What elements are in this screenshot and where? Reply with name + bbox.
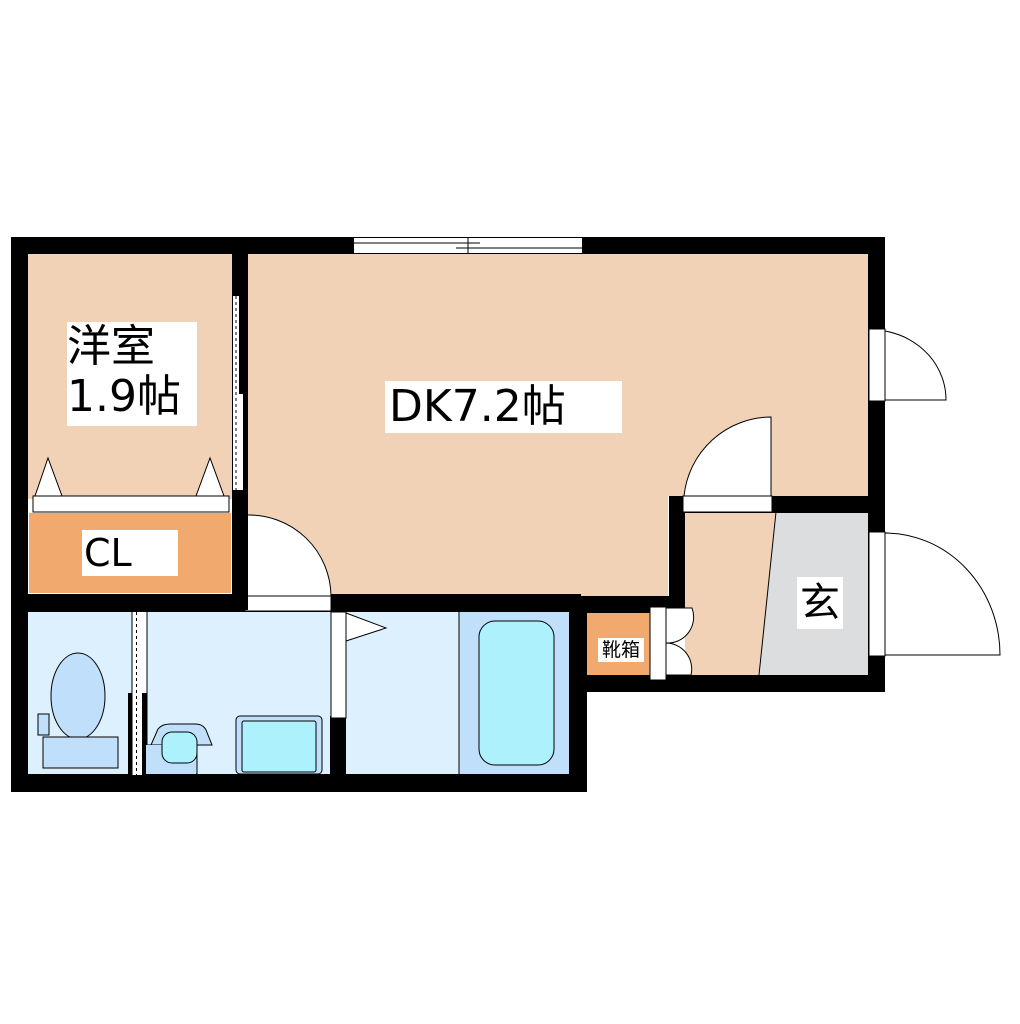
hallway-door[interactable] — [682, 416, 773, 513]
washroom-fixtures — [146, 715, 323, 775]
bathtub — [458, 612, 555, 774]
right-door-upper[interactable] — [868, 328, 947, 402]
hallway-floor — [685, 512, 776, 675]
entrance-door[interactable] — [868, 531, 1001, 657]
bath-ante-floor — [346, 612, 459, 774]
bathroom-door[interactable] — [330, 611, 388, 719]
sliding-door-western[interactable] — [232, 296, 244, 493]
washroom-door[interactable] — [232, 490, 332, 612]
closet-doors[interactable] — [32, 456, 230, 513]
closet-label: CL — [82, 530, 178, 576]
western-room-name: 洋室 — [67, 321, 155, 372]
shoe-cabinet-label: 靴箱 — [598, 638, 644, 662]
entrance-label: 玄 — [797, 577, 843, 629]
shoe-cabinet-doors[interactable] — [649, 606, 695, 681]
toilet-fixture — [37, 652, 119, 769]
dk-floor — [248, 254, 868, 496]
toilet-door[interactable] — [131, 612, 148, 775]
top-window — [354, 237, 582, 254]
western-room-size: 1.9帖 — [67, 371, 181, 422]
western-room-label: 洋室 1.9帖 — [67, 322, 197, 426]
dk-label: DK7.2帖 — [385, 381, 622, 433]
entrance-step-line — [758, 511, 777, 676]
